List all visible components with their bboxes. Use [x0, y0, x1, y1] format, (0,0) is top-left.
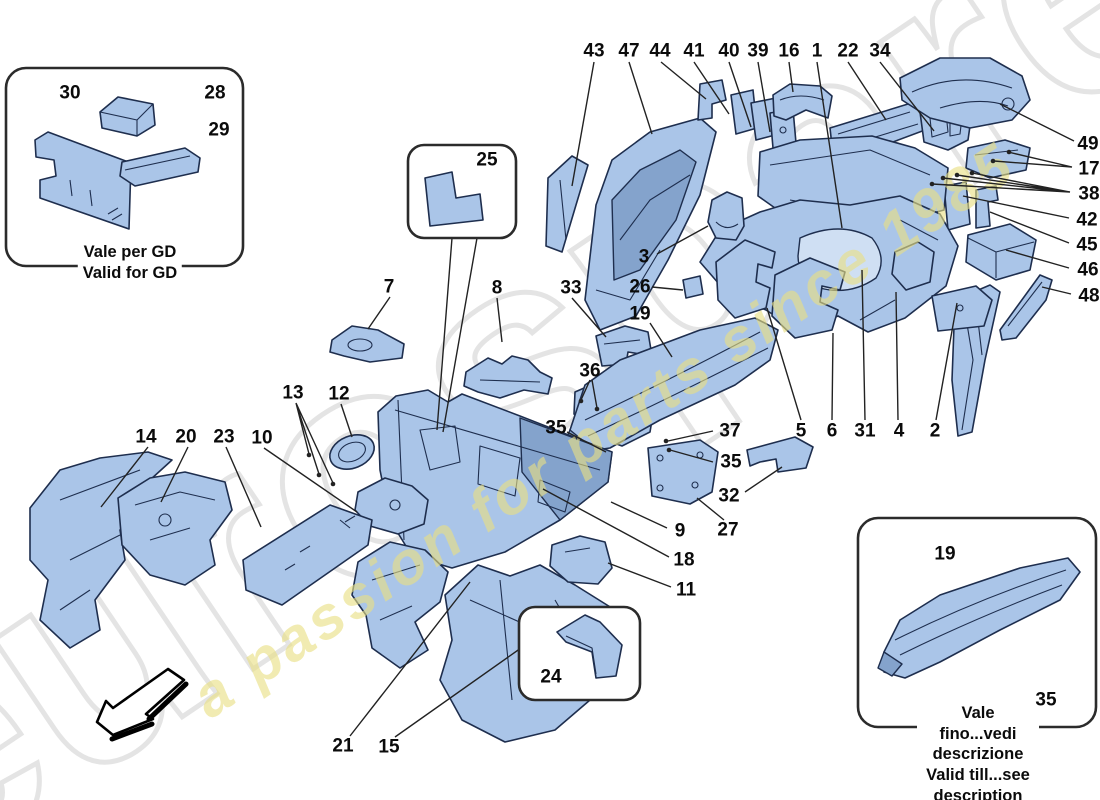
- part-number-callout-27[interactable]: 27: [717, 519, 739, 541]
- part-shape-11: [549, 535, 613, 585]
- part-number-callout-2[interactable]: 2: [929, 420, 941, 442]
- part-number-callout-18[interactable]: 18: [673, 549, 695, 571]
- part-number-callout-39[interactable]: 39: [747, 40, 769, 62]
- part-number-callout-21[interactable]: 21: [332, 735, 354, 757]
- part-number-callout-14[interactable]: 14: [135, 426, 157, 448]
- part-number-callout-35[interactable]: 35: [720, 451, 742, 473]
- part-number-callout-19[interactable]: 19: [629, 303, 651, 325]
- part-number-callout-46[interactable]: 46: [1077, 259, 1099, 281]
- part-number-callout-40[interactable]: 40: [718, 40, 740, 62]
- part-shape-6: [771, 257, 846, 339]
- part-shape-49: [899, 57, 1031, 129]
- part-number-callout-48[interactable]: 48: [1078, 285, 1100, 307]
- part-shape-28: [99, 96, 156, 137]
- part-number-callout-47[interactable]: 47: [618, 40, 640, 62]
- part-number-callout-6[interactable]: 6: [826, 420, 838, 442]
- part-number-callout-22[interactable]: 22: [837, 40, 859, 62]
- inset-box-25: [406, 143, 518, 433]
- part-number-callout-24[interactable]: 24: [540, 666, 562, 688]
- part-number-callout-12[interactable]: 12: [328, 383, 350, 405]
- part-number-callout-44[interactable]: 44: [649, 40, 671, 62]
- part-number-callout-16[interactable]: 16: [778, 40, 800, 62]
- part-number-callout-3[interactable]: 3: [638, 246, 650, 268]
- part-number-callout-20[interactable]: 20: [175, 426, 197, 448]
- part-number-callout-17[interactable]: 17: [1078, 158, 1100, 180]
- part-shape-16: [772, 83, 833, 121]
- part-shape-24: [556, 614, 623, 679]
- part-number-callout-29[interactable]: 29: [208, 119, 230, 141]
- inset-box-24: [517, 605, 642, 702]
- part-number-callout-30[interactable]: 30: [59, 82, 81, 104]
- part-number-callout-28[interactable]: 28: [204, 82, 226, 104]
- part-shape-42: [943, 181, 971, 231]
- part-number-callout-7[interactable]: 7: [383, 276, 395, 298]
- part-number-callout-36[interactable]: 36: [579, 360, 601, 382]
- part-shape-3: [707, 191, 745, 241]
- part-shape-7: [329, 325, 405, 363]
- part-number-callout-31[interactable]: 31: [854, 420, 876, 442]
- part-shape-29: [119, 147, 201, 187]
- part-shape-21: [351, 541, 449, 669]
- part-number-callout-8[interactable]: 8: [491, 277, 503, 299]
- part-number-callout-34[interactable]: 34: [869, 40, 891, 62]
- part-number-callout-1[interactable]: 1: [811, 40, 823, 62]
- part-shape-44: [697, 79, 727, 121]
- part-shape-4: [891, 241, 993, 332]
- part-shape-20: [117, 471, 233, 586]
- part-number-callout-41[interactable]: 41: [683, 40, 705, 62]
- part-shape-47: [584, 117, 717, 331]
- part-number-callout-11[interactable]: 11: [675, 579, 697, 601]
- inset-box-till: [856, 516, 1098, 729]
- part-shape-32: [746, 436, 814, 473]
- part-shape-12: [329, 434, 375, 470]
- part-number-callout-9[interactable]: 9: [674, 520, 686, 542]
- fastener-dots: [306, 149, 1066, 690]
- part-number-callout-26[interactable]: 26: [629, 276, 651, 298]
- part-number-callout-19[interactable]: 19: [934, 543, 956, 565]
- inset-box-gd: [4, 66, 245, 268]
- part-number-callout-35[interactable]: 35: [1035, 689, 1057, 711]
- part-number-callout-37[interactable]: 37: [719, 420, 741, 442]
- caption-line-italian: Vale per GD: [83, 243, 177, 261]
- part-shape-46: [965, 223, 1037, 281]
- part-shape-19-inset: [877, 557, 1081, 679]
- caption-valid-for-gd: Vale per GD Valid for GD: [77, 242, 183, 284]
- part-number-callout-15[interactable]: 15: [378, 736, 400, 758]
- caption-line-english: Valid for GD: [82, 263, 178, 282]
- part-shape-26: [682, 275, 704, 299]
- caption-line-english: Valid till...see description: [926, 765, 1030, 800]
- part-shape-8: [463, 355, 553, 399]
- part-shape-43: [545, 155, 589, 253]
- part-number-callout-32[interactable]: 32: [718, 485, 740, 507]
- part-number-callout-42[interactable]: 42: [1076, 209, 1098, 231]
- caption-valid-till: Vale fino...vedi descrizione Valid till.…: [917, 703, 1039, 800]
- part-shape-27: [647, 439, 719, 505]
- part-shape-5: [715, 239, 776, 319]
- caption-line-italian: Vale fino...vedi descrizione: [932, 704, 1024, 764]
- part-number-callout-38[interactable]: 38: [1078, 183, 1100, 205]
- part-shape-25: [424, 171, 484, 227]
- part-number-callout-4[interactable]: 4: [893, 420, 905, 442]
- part-number-callout-33[interactable]: 33: [560, 277, 582, 299]
- part-number-callout-35[interactable]: 35: [545, 417, 567, 439]
- part-number-callout-10[interactable]: 10: [251, 427, 273, 449]
- part-number-callout-49[interactable]: 49: [1077, 133, 1099, 155]
- part-shape-23: [242, 504, 373, 606]
- direction-arrow-icon: [95, 667, 189, 742]
- part-number-callout-25[interactable]: 25: [476, 149, 498, 171]
- part-number-callout-45[interactable]: 45: [1076, 234, 1098, 256]
- part-shape-45: [975, 185, 999, 229]
- part-shape-48: [999, 274, 1053, 341]
- part-shape-30: [34, 131, 132, 230]
- part-number-callout-5[interactable]: 5: [795, 420, 807, 442]
- part-number-callout-13[interactable]: 13: [282, 382, 304, 404]
- part-number-callout-23[interactable]: 23: [213, 426, 235, 448]
- part-number-callout-43[interactable]: 43: [583, 40, 605, 62]
